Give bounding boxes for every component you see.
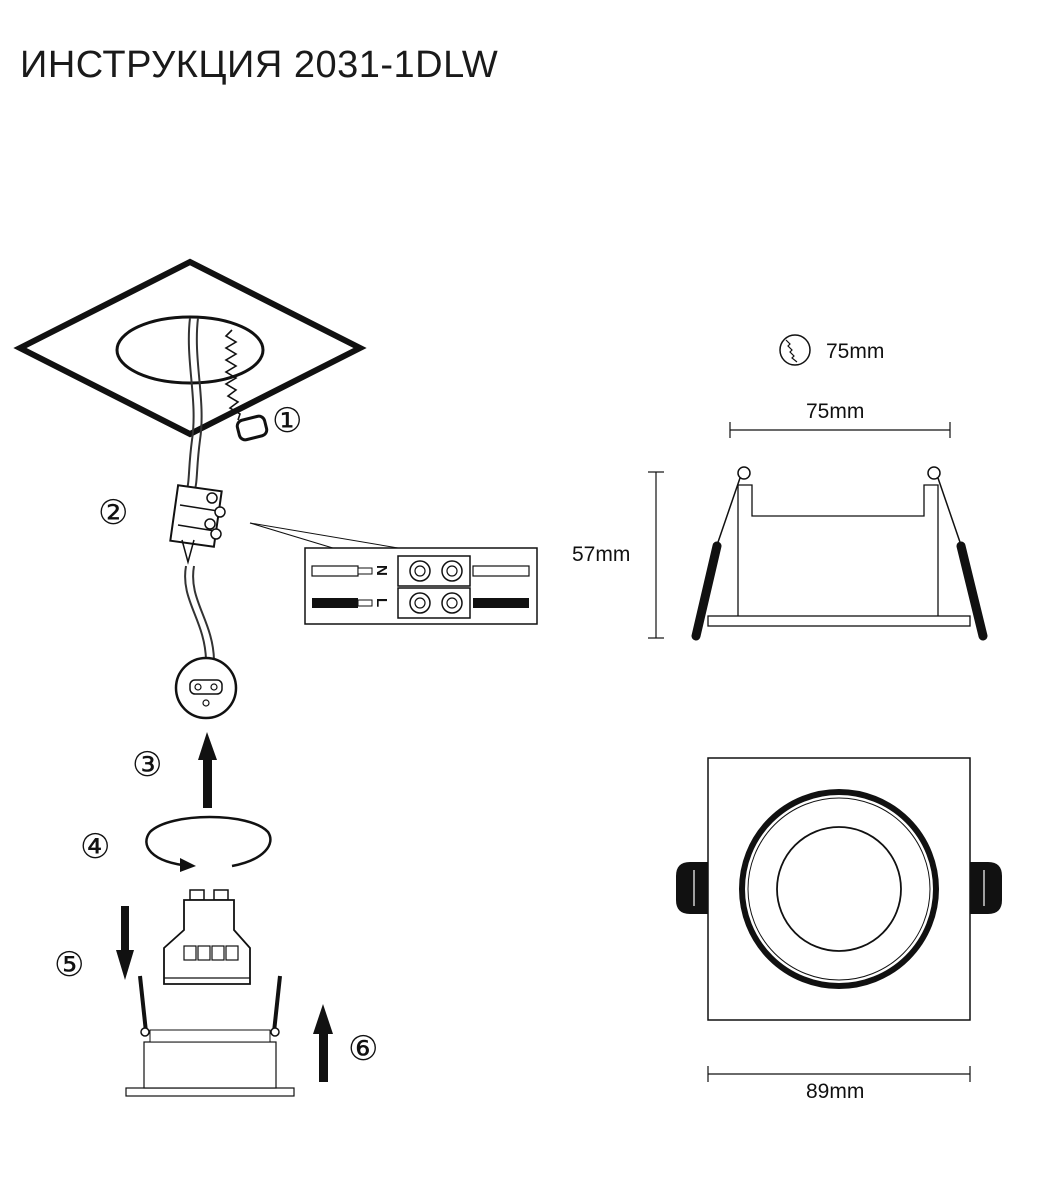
arrow-up-icon [198, 732, 217, 808]
gu10-socket-icon [174, 656, 238, 720]
cutout-dimension: 75mm [826, 340, 884, 363]
fixture-side-view [691, 466, 988, 641]
spring-icon [224, 329, 269, 442]
top-width-dimension-line [729, 422, 951, 438]
top-width-dimension: 75mm [806, 400, 864, 423]
frame-width-dimension: 89mm [806, 1080, 864, 1103]
terminal-block-icon [169, 484, 226, 565]
height-dimension-line [648, 471, 664, 639]
step-1-label: ① [272, 402, 302, 440]
small-fixture-icon [125, 975, 295, 1097]
step-5-label: ⑤ [54, 946, 84, 984]
step-6-label: ⑥ [348, 1030, 378, 1068]
terminal-detail: N L [304, 547, 538, 625]
saw-cutout-icon [779, 334, 811, 366]
fixture-front-view [676, 757, 1002, 1021]
line-label: L [373, 598, 390, 607]
neutral-label: N [373, 565, 390, 576]
arrow-up-icon [313, 1004, 333, 1082]
step-3-label: ③ [132, 746, 162, 784]
step-2-label: ② [98, 494, 128, 532]
arrow-down-icon [116, 906, 134, 980]
supply-cable [185, 317, 195, 495]
height-dimension: 57mm [572, 543, 630, 566]
gu10-lamp-icon [163, 889, 251, 985]
page-title: ИНСТРУКЦИЯ 2031-1DLW [20, 44, 499, 86]
step-4-label: ④ [80, 828, 110, 866]
frame-width-dimension-line [707, 1066, 971, 1082]
rotate-arrow-icon [145, 815, 272, 872]
